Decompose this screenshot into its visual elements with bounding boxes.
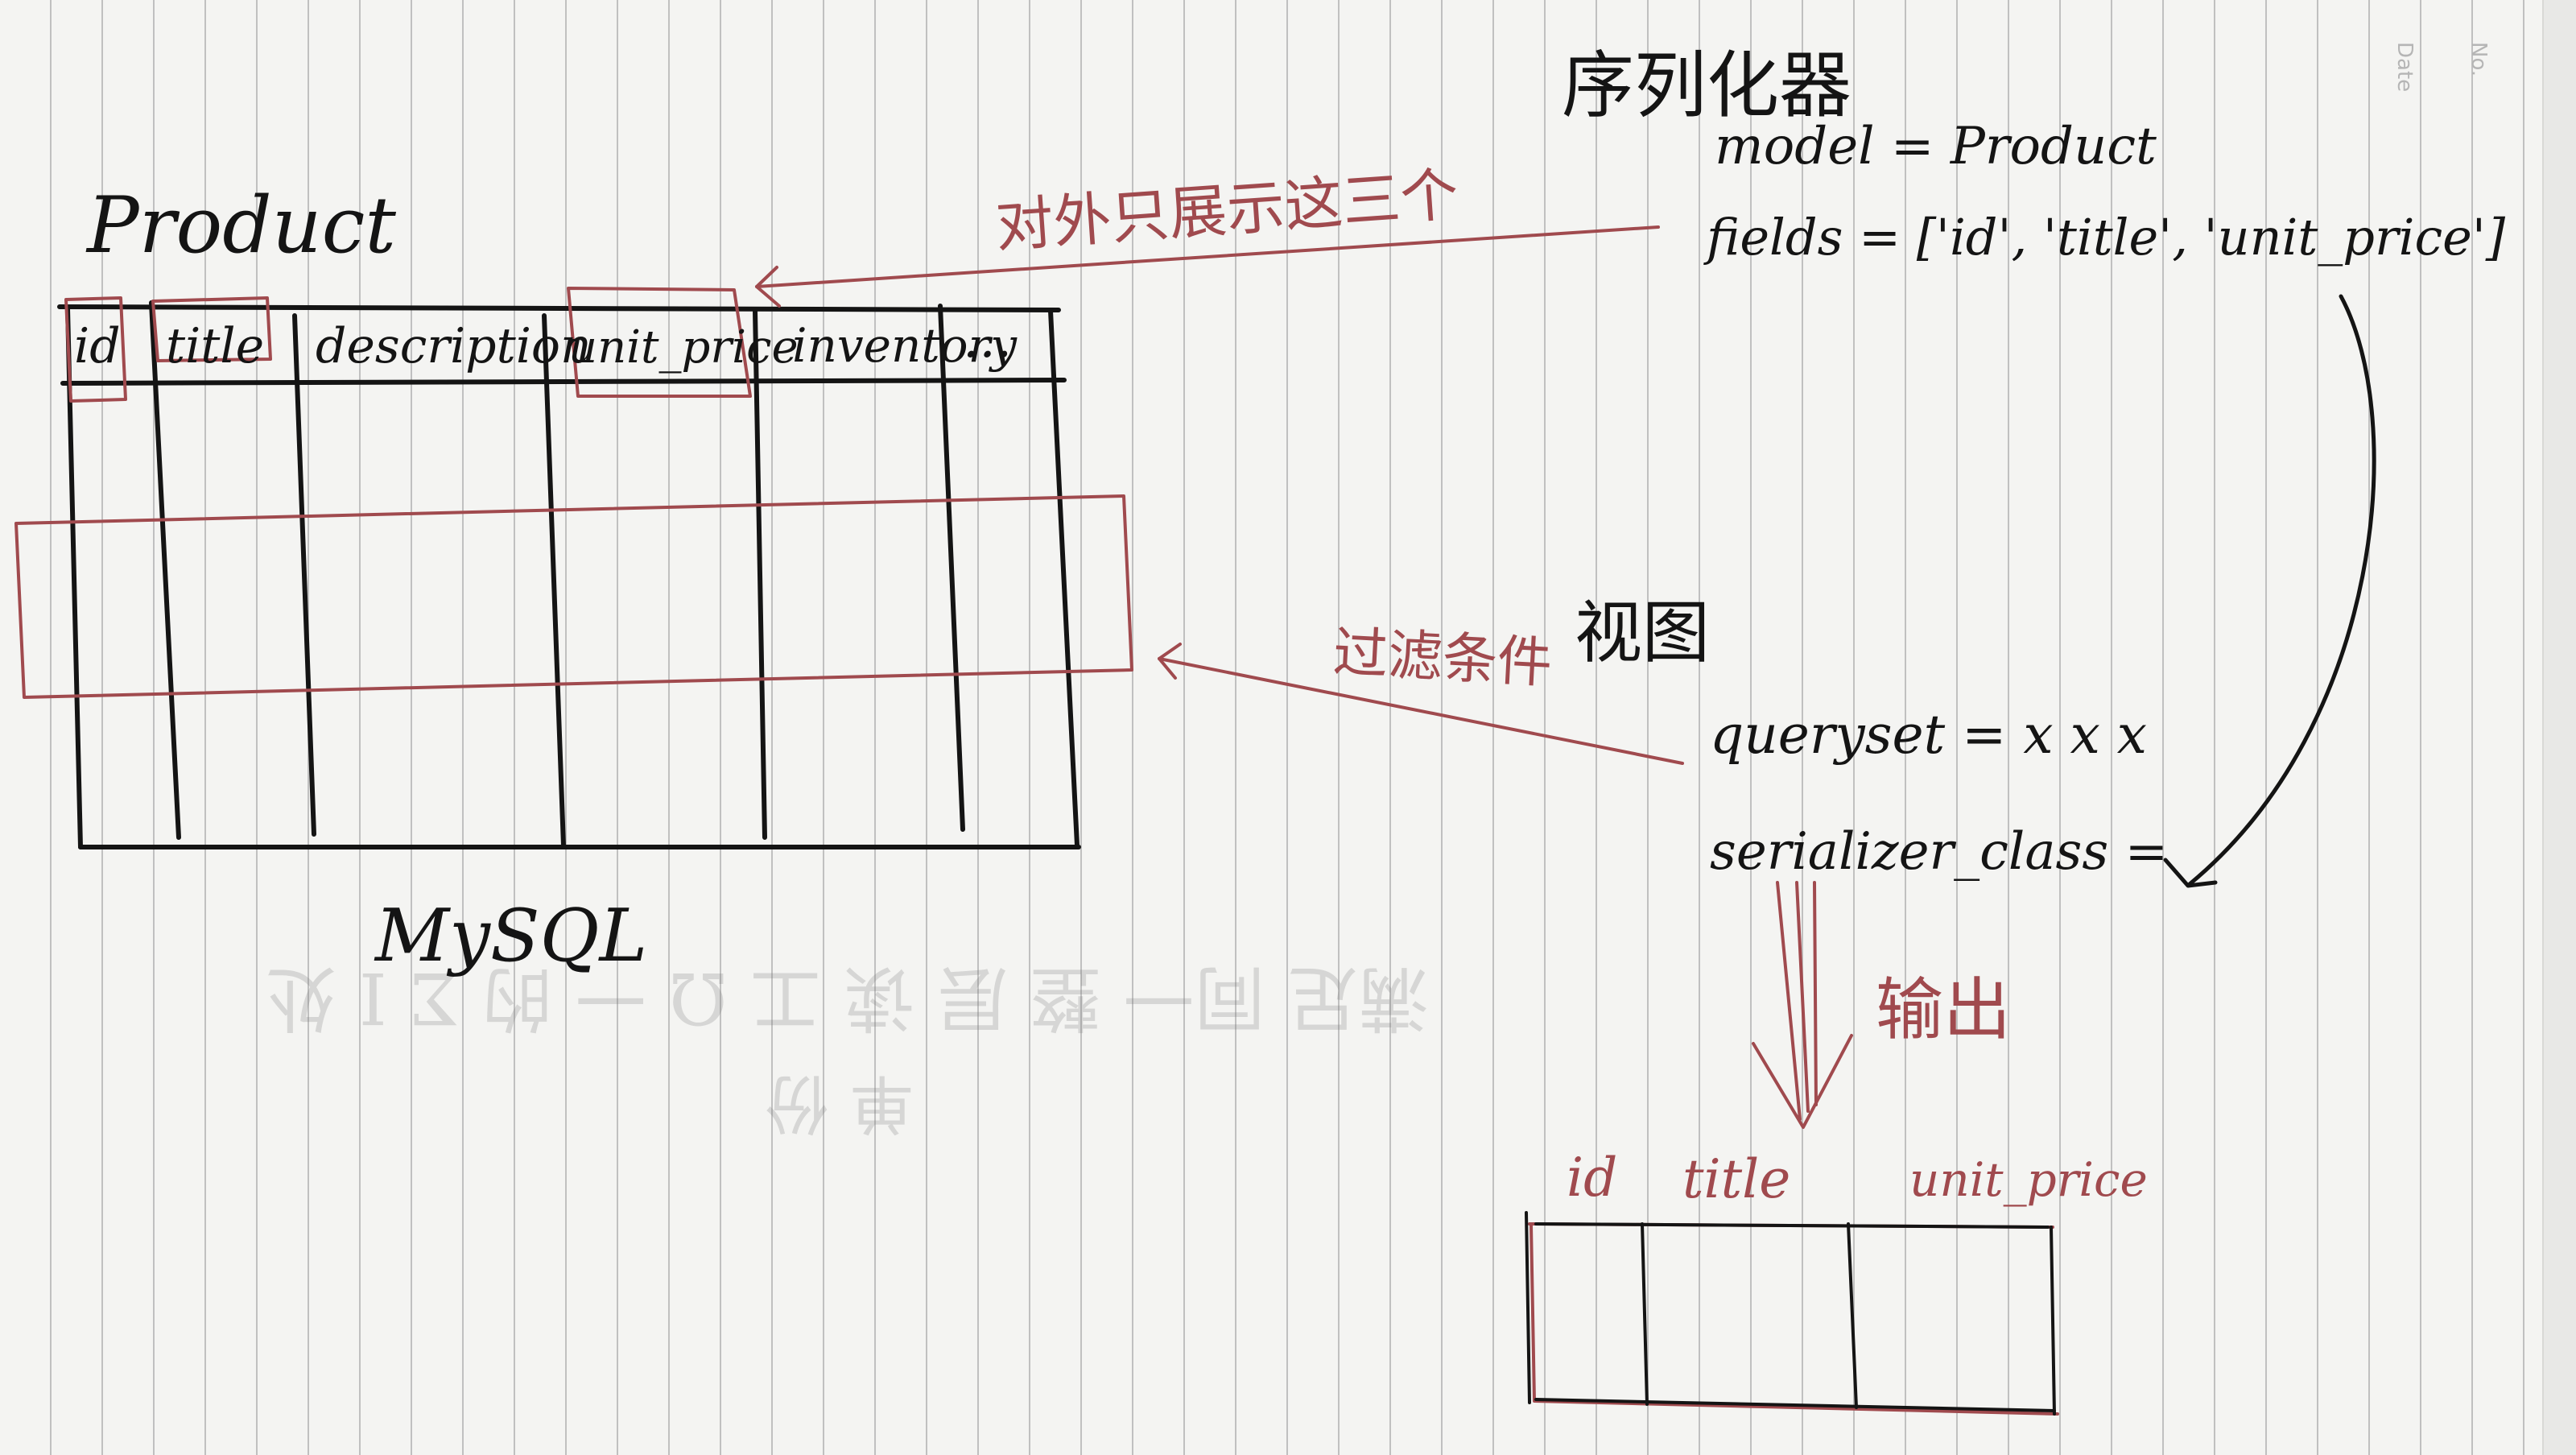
serializer-heading: 序列化器 bbox=[1562, 43, 1852, 128]
view-queryset-line: queryset = x x x bbox=[1710, 704, 2147, 766]
selected-field-highlights bbox=[64, 287, 752, 403]
expose-arrow bbox=[755, 225, 1660, 308]
output-column-unit-price: unit_price bbox=[1909, 1152, 2148, 1207]
table-name-label: Product bbox=[87, 180, 396, 271]
column-header-unit-price: unit_price bbox=[568, 321, 799, 374]
output-arrow bbox=[1752, 881, 1853, 1129]
column-header-description: description bbox=[316, 318, 592, 374]
serializer-model-line: model = Product bbox=[1715, 117, 2157, 176]
view-serializer-class-line: serializer_class = bbox=[1710, 822, 2169, 882]
filter-arrow bbox=[1158, 643, 1684, 765]
filter-note: 过滤条件 bbox=[1331, 620, 1554, 696]
output-column-id: id bbox=[1567, 1147, 1618, 1209]
filter-row-highlight bbox=[14, 494, 1133, 699]
output-table-grid bbox=[1525, 1211, 2056, 1416]
output-note: 输出 bbox=[1876, 970, 2012, 1049]
column-header-more: ... bbox=[963, 310, 1013, 370]
view-heading: 视图 bbox=[1575, 593, 1711, 672]
column-header-inventory: inventory bbox=[792, 318, 1018, 373]
product-table-grid bbox=[57, 300, 1081, 849]
serializer-link-arrow bbox=[2163, 294, 2376, 888]
storage-label: MySQL bbox=[375, 894, 648, 978]
output-column-title: title bbox=[1682, 1148, 1791, 1210]
output-table-frame bbox=[1528, 1222, 2059, 1416]
column-header-id: id bbox=[74, 318, 121, 374]
serializer-fields-line: fields = ['id', 'title', 'unit_price'] bbox=[1707, 208, 2506, 267]
page-edge bbox=[2542, 0, 2576, 1455]
column-header-title: title bbox=[166, 318, 265, 374]
